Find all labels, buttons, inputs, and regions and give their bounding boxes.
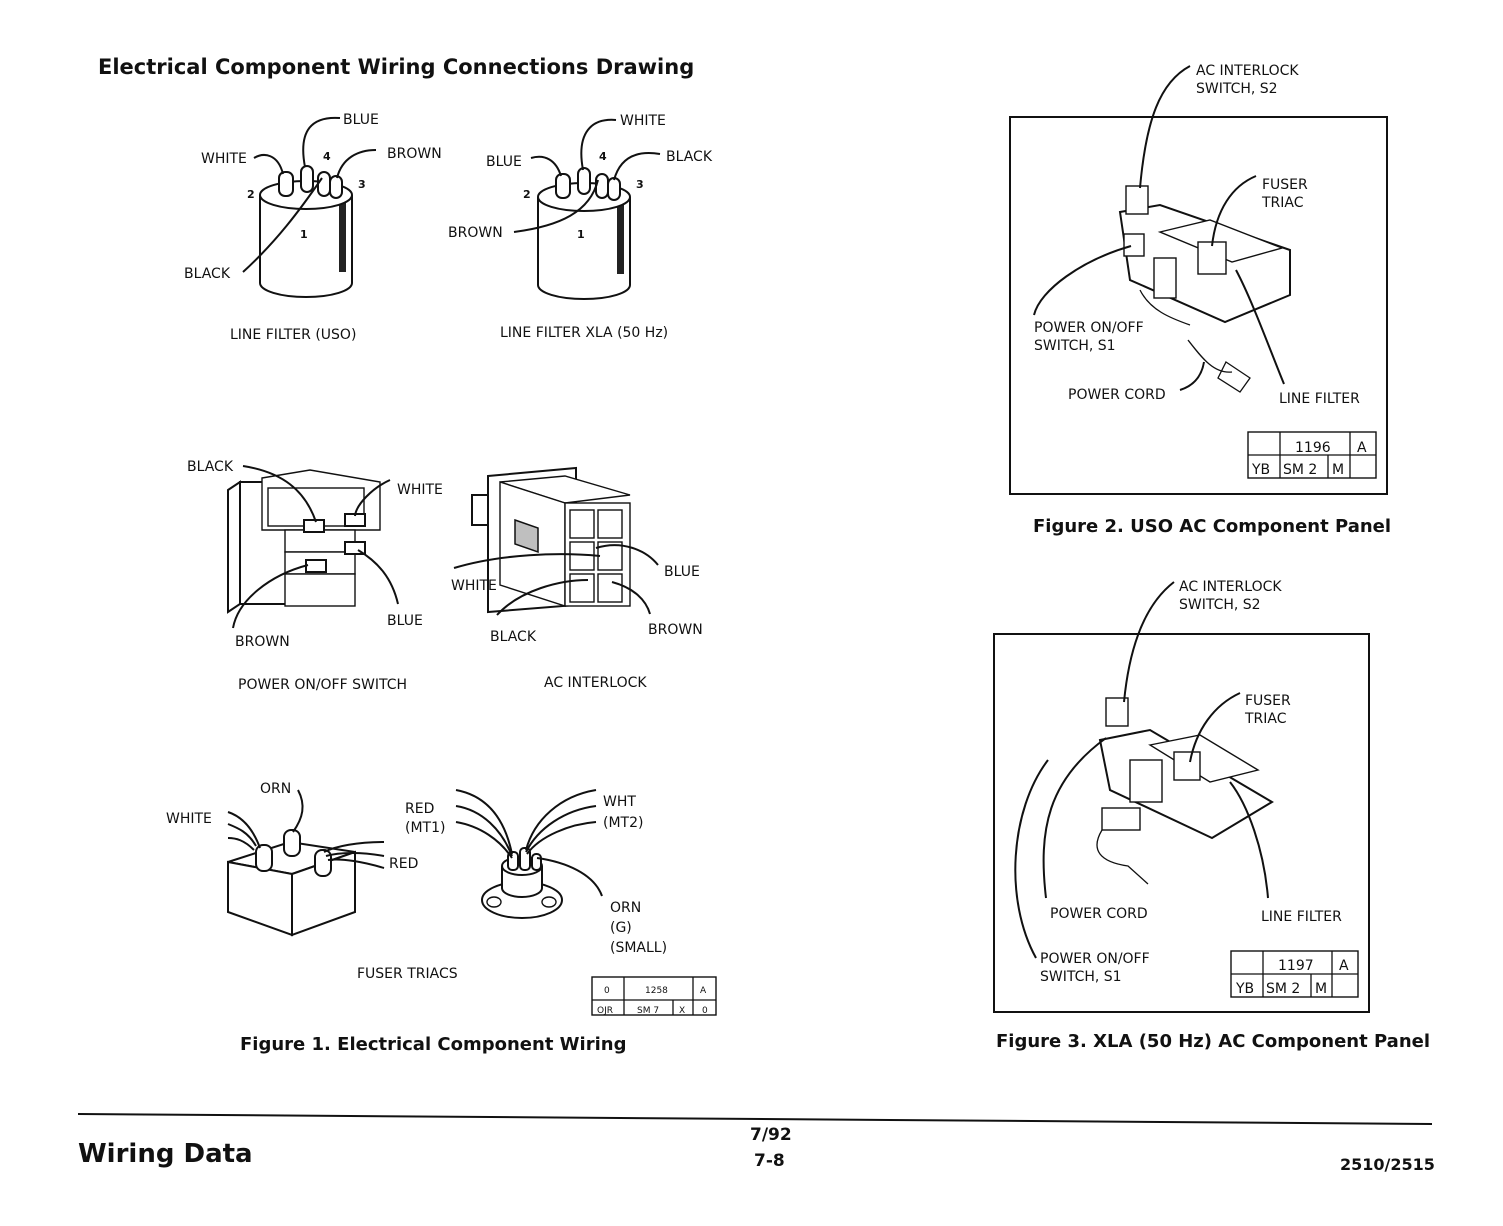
fig3-triac-2: TRIAC xyxy=(1244,711,1287,727)
triac-small-label: (SMALL) xyxy=(610,940,667,956)
triac-red-label-2: RED xyxy=(405,801,434,817)
switch-brown-label: BROWN xyxy=(235,634,290,650)
switch-white-label: WHITE xyxy=(397,482,443,498)
xla-white-label: WHITE xyxy=(620,113,666,129)
uso-white-label: WHITE xyxy=(201,151,247,167)
footer-model: 2510/2515 xyxy=(1340,1155,1435,1174)
uso-terminal-2: 2 xyxy=(247,188,255,201)
figure2-caption: Figure 2. USO AC Component Panel xyxy=(1033,516,1391,537)
uso-black-label: BLACK xyxy=(184,266,231,282)
switch-caption: POWER ON/OFF SWITCH xyxy=(238,677,407,693)
fig1-ref-x: X xyxy=(679,1006,685,1016)
fig1-ref-0: 0 xyxy=(604,986,610,996)
xla-black-label: BLACK xyxy=(666,149,713,165)
switch-black-label: BLACK xyxy=(187,459,234,475)
interlock-white-label: WHITE xyxy=(451,578,497,594)
fuser-triac-block: ORN WHITE RED xyxy=(166,781,418,937)
footer-date: 7/92 xyxy=(750,1125,792,1145)
fig3-filter: LINE FILTER xyxy=(1261,909,1342,925)
uso-terminal-1: 1 xyxy=(300,228,308,241)
xla-caption: LINE FILTER XLA (50 Hz) xyxy=(500,325,668,341)
interlock-caption: AC INTERLOCK xyxy=(544,675,647,691)
fig1-ref-sm7: SM 7 xyxy=(637,1006,659,1016)
uso-terminal-4: 4 xyxy=(323,150,331,163)
xla-terminal-4: 4 xyxy=(599,150,607,163)
triac-wht-label: WHT xyxy=(603,794,636,810)
fig2-interlock-2: SWITCH, S2 xyxy=(1196,81,1278,97)
fig3-switch-1: POWER ON/OFF xyxy=(1040,951,1150,967)
footer-rule xyxy=(77,1113,1433,1125)
interlock-black-label: BLACK xyxy=(490,629,537,645)
fig3-ref-a: A xyxy=(1339,958,1349,974)
uso-terminal-3: 3 xyxy=(358,178,366,191)
switch-blue-label: BLUE xyxy=(387,613,423,629)
fig3-ref-1197: 1197 xyxy=(1278,958,1314,974)
figure3-caption: Figure 3. XLA (50 Hz) AC Component Panel xyxy=(996,1031,1430,1052)
power-switch: BLACK WHITE BROWN BLUE POWER ON/OFF SWIT… xyxy=(187,459,443,693)
fig2-filter: LINE FILTER xyxy=(1279,391,1360,407)
fig1-ref-0b: 0 xyxy=(702,1006,708,1016)
fig1-ref-ojr: OJR xyxy=(597,1006,613,1016)
fig3-ref-m: M xyxy=(1315,981,1327,997)
triac-mt1-label: (MT1) xyxy=(405,820,445,836)
fig2-ref-1196: 1196 xyxy=(1295,440,1331,456)
page-title: Electrical Component Wiring Connections … xyxy=(98,55,694,79)
fig2-cord: POWER CORD xyxy=(1068,387,1166,403)
footer-section: Wiring Data xyxy=(78,1139,253,1169)
fig2-ref-yb: YB xyxy=(1251,462,1270,478)
footer-page-number: 7-8 xyxy=(754,1151,785,1171)
fig2-ref-a: A xyxy=(1357,440,1367,456)
triac-orn-label: ORN xyxy=(260,781,291,797)
interlock-blue-label: BLUE xyxy=(664,564,700,580)
fig3-ref-sm2: SM 2 xyxy=(1266,981,1300,997)
fig2-ref-sm2: SM 2 xyxy=(1283,462,1317,478)
figure3-panel: AC INTERLOCK SWITCH, S2 FUSER TRIAC POWE… xyxy=(993,579,1370,1013)
line-filter-uso: BLUE WHITE BROWN BLACK 2 4 3 1 LINE FILT… xyxy=(184,112,442,343)
fig3-switch-2: SWITCH, S1 xyxy=(1040,969,1122,985)
figure1-caption: Figure 1. Electrical Component Wiring xyxy=(240,1034,626,1055)
fig3-interlock-2: SWITCH, S2 xyxy=(1179,597,1261,613)
figure1-ref-block: 0 1258 A OJR SM 7 X 0 xyxy=(591,976,717,1016)
fig3-triac-1: FUSER xyxy=(1245,693,1291,709)
figure2-panel: AC INTERLOCK SWITCH, S2 FUSER TRIAC POWE… xyxy=(1009,63,1388,495)
fig2-switch-1: POWER ON/OFF xyxy=(1034,320,1144,336)
fuser-triac-stud: RED (MT1) WHT (MT2) ORN (G) (SMALL) xyxy=(405,789,667,956)
fig1-ref-a: A xyxy=(700,986,707,996)
fig3-interlock-1: AC INTERLOCK xyxy=(1179,579,1282,595)
fig2-interlock-1: AC INTERLOCK xyxy=(1196,63,1299,79)
triac-mt2-label: (MT2) xyxy=(603,815,643,831)
interlock-brown-label: BROWN xyxy=(648,622,703,638)
triac-orn-g-label: ORN xyxy=(610,900,641,916)
xla-terminal-1: 1 xyxy=(577,228,585,241)
fig2-switch-2: SWITCH, S1 xyxy=(1034,338,1116,354)
triac-white-label: WHITE xyxy=(166,811,212,827)
fig3-ref-yb: YB xyxy=(1235,981,1254,997)
fig1-ref-1258: 1258 xyxy=(645,986,668,996)
fig2-triac-1: FUSER xyxy=(1262,177,1308,193)
ac-interlock: WHITE BLUE BLACK BROWN AC INTERLOCK xyxy=(451,466,703,691)
uso-caption: LINE FILTER (USO) xyxy=(230,327,356,343)
fig2-triac-2: TRIAC xyxy=(1261,195,1304,211)
fuser-triacs-caption: FUSER TRIACS xyxy=(357,966,458,982)
uso-blue-label: BLUE xyxy=(343,112,379,128)
uso-brown-label: BROWN xyxy=(387,146,442,162)
triac-red-label-1: RED xyxy=(389,856,418,872)
xla-blue-label: BLUE xyxy=(486,154,522,170)
triac-g-label: (G) xyxy=(610,920,632,936)
xla-brown-label: BROWN xyxy=(448,225,503,241)
xla-terminal-3: 3 xyxy=(636,178,644,191)
fig3-cord: POWER CORD xyxy=(1050,906,1148,922)
line-filter-xla: WHITE BLUE BLACK BROWN 2 4 3 1 LINE FILT… xyxy=(448,113,713,341)
xla-terminal-2: 2 xyxy=(523,188,531,201)
fig2-ref-m: M xyxy=(1332,462,1344,478)
